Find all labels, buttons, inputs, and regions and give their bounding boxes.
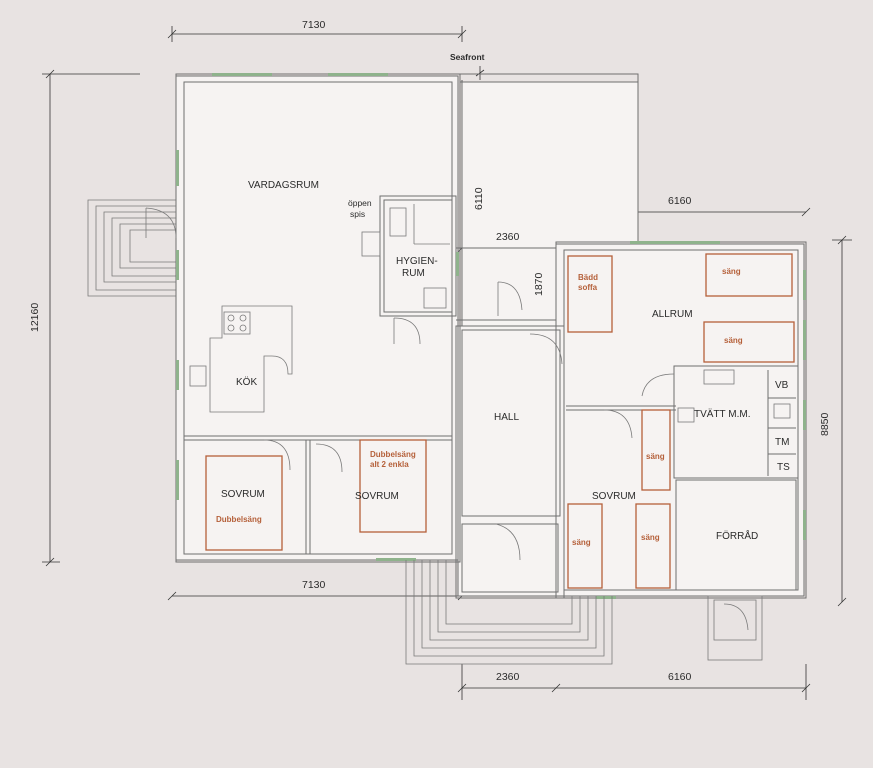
west-steps <box>87 199 176 297</box>
label-sang-right: säng <box>641 533 660 542</box>
furniture-labels: Bädd soffa säng säng säng säng säng Dubb… <box>216 267 743 547</box>
fireplace <box>361 231 381 257</box>
label-vb: VB <box>775 380 789 391</box>
label-oppen: öppen <box>348 198 372 208</box>
label-spis: spis <box>350 209 365 219</box>
label-sang-mid: säng <box>724 336 743 345</box>
label-dubbelsang-2a: Dubbelsäng <box>370 450 416 459</box>
dim-lower-right-width: 6160 <box>668 671 692 683</box>
bath-fixtures <box>389 204 791 423</box>
south-steps <box>405 560 613 665</box>
room-forrad: FÖRRÅD <box>716 529 758 542</box>
seafront-label: Seafront <box>450 52 485 62</box>
floor-areas <box>175 75 805 597</box>
label-soffa: soffa <box>578 283 598 292</box>
dim-hall-width-bottom: 2360 <box>496 671 520 683</box>
label-tm: TM <box>775 437 789 448</box>
room-sovrum-3: SOVRUM <box>592 491 636 502</box>
label-bedd: Bädd <box>578 273 598 282</box>
label-dubbelsang-2b: alt 2 enkla <box>370 460 409 469</box>
dim-vertical-6110: 6110 <box>473 187 485 210</box>
label-ts: TS <box>777 462 790 473</box>
dim-hall-width-top: 2360 <box>496 231 520 243</box>
dim-vertical-1870: 1870 <box>533 272 545 296</box>
room-tvatt: TVÄTT M.M. <box>694 408 750 420</box>
kitchen-counter <box>189 305 293 413</box>
room-kok: KÖK <box>236 376 257 388</box>
room-vardagsrum: VARDAGSRUM <box>248 180 319 191</box>
dim-left-height: 12160 <box>29 303 41 332</box>
label-dubbelsang-1: Dubbelsäng <box>216 515 262 524</box>
room-sovrum-2: SOVRUM <box>355 491 399 502</box>
room-sovrum-1: SOVRUM <box>221 489 265 500</box>
label-sang-left: säng <box>572 538 591 547</box>
furniture-outlines <box>205 253 795 589</box>
room-allrum: ALLRUM <box>652 309 693 320</box>
room-hygienrum-1: HYGIEN- <box>396 256 438 267</box>
dim-right-height: 8850 <box>819 412 831 436</box>
room-labels: VARDAGSRUM öppen spis HYGIEN- RUM KÖK HA… <box>221 180 790 542</box>
doors <box>145 207 749 631</box>
dim-top-width: 7130 <box>302 19 326 31</box>
room-hall: HALL <box>494 412 519 423</box>
dimension-labels: 7130 7130 12160 8850 6160 6160 2360 2360… <box>29 19 831 683</box>
dim-upper-right-width: 6160 <box>668 195 692 207</box>
label-sang-tvatt: säng <box>646 452 665 461</box>
room-hygienrum-2: RUM <box>402 268 425 279</box>
windows <box>176 73 806 599</box>
label-sang-top: säng <box>722 267 741 276</box>
dim-bottom-width: 7130 <box>302 579 326 591</box>
east-steps <box>707 595 763 661</box>
